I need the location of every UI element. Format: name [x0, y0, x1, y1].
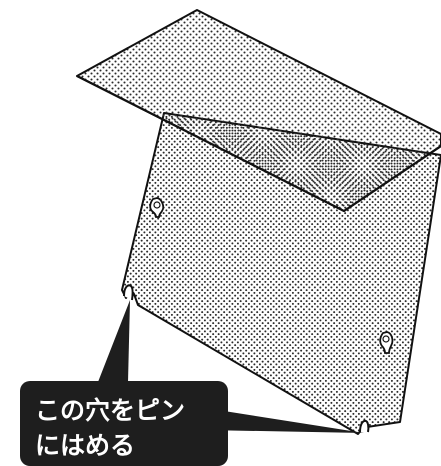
pin-notch-left	[123, 284, 134, 301]
top-panel-front-edge	[76, 75, 441, 213]
callout-box	[20, 381, 228, 466]
callout-pointers	[98, 300, 364, 433]
pin-notch-right	[359, 419, 370, 433]
callout-line-1: この穴をピン	[35, 396, 185, 425]
callout: この穴をピン にはめる	[20, 381, 228, 466]
keyhole-slot-left	[149, 197, 165, 218]
top-panel	[76, 9, 441, 213]
callout-pointer-left	[98, 300, 130, 382]
callout-pointer-right	[205, 408, 364, 433]
keyhole-slot-right	[379, 331, 394, 354]
callout-line-2: にはめる	[35, 431, 135, 460]
